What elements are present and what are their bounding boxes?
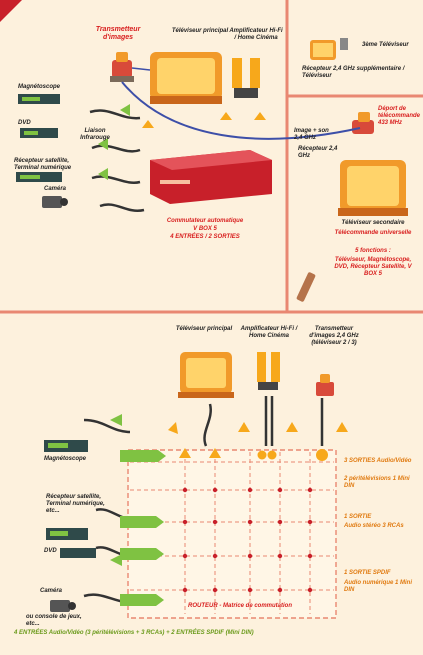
radio-link-cable	[121, 81, 361, 140]
second-tv	[338, 160, 408, 216]
transmitter-bottom	[316, 374, 334, 396]
label-second-tv: Téléviseur secondaire	[341, 220, 405, 226]
label-camera-top: Caméra	[44, 186, 67, 192]
magnetoscope-bottom	[44, 440, 88, 452]
label-satellite-top: Récepteur satellite, Terminal numérique	[14, 158, 72, 171]
label-dvd-bottom: DVD	[44, 548, 57, 554]
matrix-nodes	[182, 487, 313, 593]
label-out-stereo-title: 1 SORTIE	[344, 514, 372, 520]
label-out-stereo-sub: Audio stéréo 3 RCAs	[344, 523, 404, 529]
camera-bottom	[50, 600, 76, 612]
label-remote-extension: Déport de télécommande 433 MHz	[378, 106, 421, 126]
label-third-tv-sub: Récepteur 2,4 GHz supplémentaire / Télév…	[302, 66, 405, 79]
label-vbox-line2: V BOX 5	[193, 226, 217, 232]
label-magnetoscope-top: Magnétoscope	[18, 84, 61, 90]
label-receiver-24: Récepteur 2,4 GHz	[298, 146, 338, 159]
label-dvd-top: DVD	[18, 120, 31, 126]
label-out-spdif-sub: Audio numérique 1 Mini DIN	[344, 580, 413, 593]
label-amplifier-bottom: Amplificateur Hi-Fi / Home Cinéma	[240, 326, 298, 339]
label-main-tv-bottom: Téléviseur principal	[175, 326, 233, 332]
universal-remote	[296, 272, 316, 302]
matrix-input-panels	[120, 450, 166, 606]
label-vbox-line3: 4 ENTRÉES / 2 SORTIES	[170, 234, 240, 240]
label-universal-remote: Télécommande universelle	[334, 230, 412, 236]
transmitter-device	[110, 52, 134, 82]
label-camera-bottom: Caméra	[40, 588, 63, 594]
main-tv-top	[150, 52, 222, 104]
label-console: ou console de jeux, etc...	[26, 614, 82, 627]
green-arrows-top	[98, 104, 130, 180]
label-third-tv: 3ème Téléviseur	[362, 42, 409, 48]
label-magnetoscope-bottom: Magnétoscope	[44, 456, 87, 462]
label-infrared: Liaison Infrarouge	[80, 128, 110, 141]
satellite-top	[16, 172, 62, 182]
amplifier-bottom	[257, 352, 280, 390]
orange-arrows-bottom	[168, 422, 348, 434]
orange-arrows-top	[142, 112, 266, 128]
main-tv-bottom	[178, 352, 234, 398]
label-router: ROUTEUR - Matrice de commutation	[187, 603, 292, 609]
label-out-av-sub: 2 péritélévisions 1 Mini DIN	[344, 476, 410, 489]
label-functions-list: Téléviseur, Magnétoscope, DVD, Récepteur…	[334, 257, 412, 277]
dvd-bottom	[60, 548, 96, 558]
magnetoscope-top	[18, 94, 60, 104]
matrix-grid	[130, 452, 334, 614]
receiver-24-device	[352, 112, 374, 134]
label-out-av-title: 3 SORTIES Audio/Vidéo	[344, 458, 412, 464]
camera-top	[42, 196, 68, 208]
label-satellite-bottom: Récepteur satellite, Terminal numérique,…	[46, 494, 105, 514]
label-out-spdif-title: 1 SORTIE SPDIF	[344, 570, 391, 576]
vbox5-switcher	[150, 150, 272, 204]
amplifier-top	[232, 58, 260, 98]
third-tv	[310, 38, 348, 60]
label-amplifier-top: Amplificateur Hi-Fi / Home Cinéma	[229, 28, 283, 41]
label-transmitter-top: Transmetteur d'images	[95, 26, 141, 42]
label-transmitter-bottom: Transmetteur d'images 2,4 GHz (téléviseu…	[309, 326, 359, 346]
corner-triangle	[0, 0, 22, 22]
label-inputs-footer: 4 ENTRÉES Audio/Vidéo (3 péritélévisions…	[14, 630, 254, 636]
router-matrix-frame	[127, 449, 337, 619]
label-vbox-line1: Commutateur automatique	[166, 218, 244, 224]
dvd-top	[20, 128, 58, 138]
matrix-output-connectors	[179, 448, 328, 461]
label-functions-title: 5 fonctions :	[355, 248, 391, 254]
scart-cables-top	[89, 109, 145, 212]
label-image-signal: Image + son 2,4 GHz	[294, 128, 329, 141]
green-arrows-bottom	[110, 414, 122, 566]
label-main-tv-top: Téléviseur principal	[171, 28, 229, 34]
satellite-bottom	[46, 528, 88, 540]
